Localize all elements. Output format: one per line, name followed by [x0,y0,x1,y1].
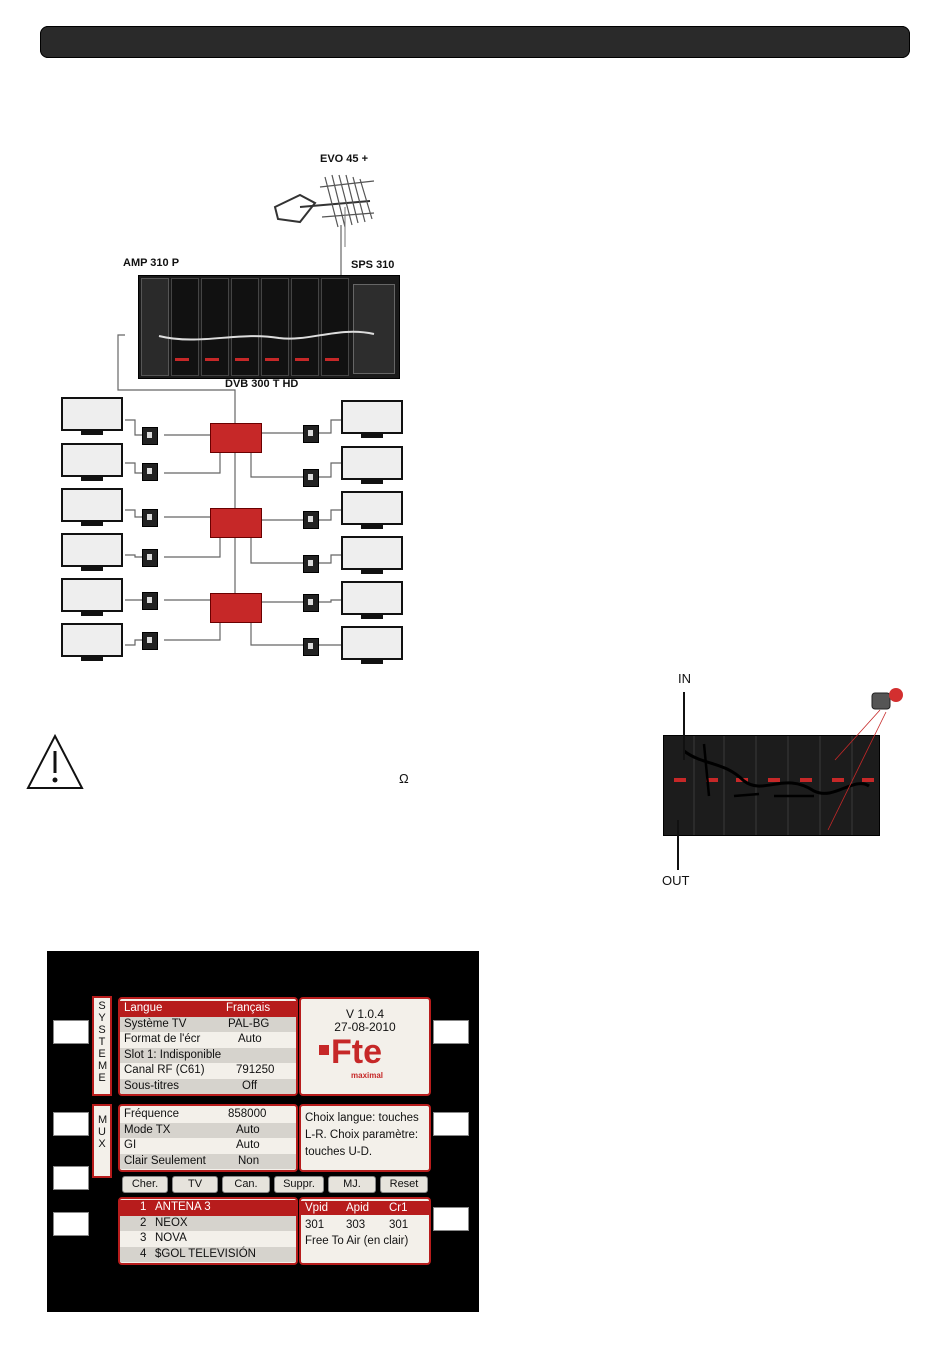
search-button[interactable]: Cher. [122,1176,168,1193]
warning-icon [26,733,84,789]
tv-icon [61,397,123,435]
version-text: V 1.0.4 [345,1007,385,1021]
splitter [210,423,262,453]
tv-icon [61,623,123,661]
systeme-side-label: SYSTEME [92,996,112,1096]
tv-icon [341,626,403,664]
rack-callout-lines [677,692,887,870]
wall-socket-icon [303,638,319,656]
pid-panel: Vpid Apid Cr1 301 303 301 Free To Air (e… [299,1197,431,1265]
callout-box [433,1207,469,1231]
headend-rack [138,275,400,379]
wall-socket-icon [303,469,319,487]
channel-row[interactable]: 4$GOL TELEVISIÓN [120,1246,296,1262]
pid-header: Cr1 [389,1202,408,1214]
wall-socket-icon [142,509,158,527]
tv-icon [341,491,403,529]
version-panel: V 1.0.4 27-08-2010 Fte maximal [299,997,431,1096]
wall-socket-icon [142,632,158,650]
page-header-bar [40,26,910,58]
connector-icon [871,688,903,710]
pid-value: 303 [346,1219,366,1231]
callout-box [433,1112,469,1136]
mux-label-text: MUX [98,1114,108,1150]
splitter [210,508,262,538]
fte-logo-subtext: maximal [351,1071,384,1080]
rack-photo [663,735,880,836]
rack-in-label: IN [678,671,691,686]
setting-row[interactable]: Slot 1: Indisponible [120,1047,296,1063]
systeme-label-text: SYSTEME [98,1000,108,1084]
help-line: Choix langue: touches [305,1112,419,1124]
callout-box [53,1112,89,1136]
help-line: L-R. Choix paramètre: [305,1129,419,1141]
pid-header: Apid [346,1202,370,1214]
antenna-label: EVO 45 + [320,153,369,165]
fte-logo: Fte maximal [317,1033,417,1081]
wall-socket-icon [303,511,319,529]
tv-icon [341,536,403,574]
setting-row[interactable]: Canal RF (C61)791250 [124,1064,275,1076]
fta-text: Free To Air (en clair) [305,1235,409,1247]
rack-out-label: OUT [662,873,690,888]
wall-socket-icon [303,555,319,573]
date-text: 27-08-2010 [334,1020,396,1034]
help-line: touches U-D. [305,1146,373,1158]
channel-button[interactable]: Can. [222,1176,270,1193]
wall-socket-icon [142,463,158,481]
pid-value: 301 [305,1219,325,1231]
wall-socket-icon [303,594,319,612]
reset-button[interactable]: Reset [380,1176,428,1193]
wall-socket-icon [142,549,158,567]
pid-header: Vpid [305,1202,329,1214]
delete-button[interactable]: Suppr. [274,1176,324,1193]
tv-icon [61,488,123,526]
omega-symbol: Ω [399,771,409,786]
callout-box [53,1020,89,1044]
mux-side-label: MUX [92,1104,112,1178]
tv-icon [61,443,123,481]
sps-label: SPS 310 [351,259,395,271]
help-panel: Choix langue: touches L-R. Choix paramèt… [299,1104,431,1172]
tv-icon [341,400,403,438]
tv-icon [61,533,123,571]
tv-icon [341,581,403,619]
splitter [210,593,262,623]
amp-label: AMP 310 P [123,257,180,269]
wall-socket-icon [303,425,319,443]
update-button[interactable]: MJ. [328,1176,376,1193]
dvb-label: DVB 300 T HD [225,378,299,390]
tv-icon [61,578,123,616]
fte-logo-text: Fte [331,1033,382,1071]
callout-box [53,1166,89,1190]
callout-box [53,1212,89,1236]
tv-button[interactable]: TV [172,1176,218,1193]
wall-socket-icon [142,427,158,445]
installation-diagram: EVO 45 + AMP 310 P SPS 310 [55,145,415,675]
callout-box [433,1020,469,1044]
wall-socket-icon [142,592,158,610]
antenna-icon [273,174,375,247]
pid-value: 301 [389,1219,409,1231]
tv-icon [341,446,403,484]
